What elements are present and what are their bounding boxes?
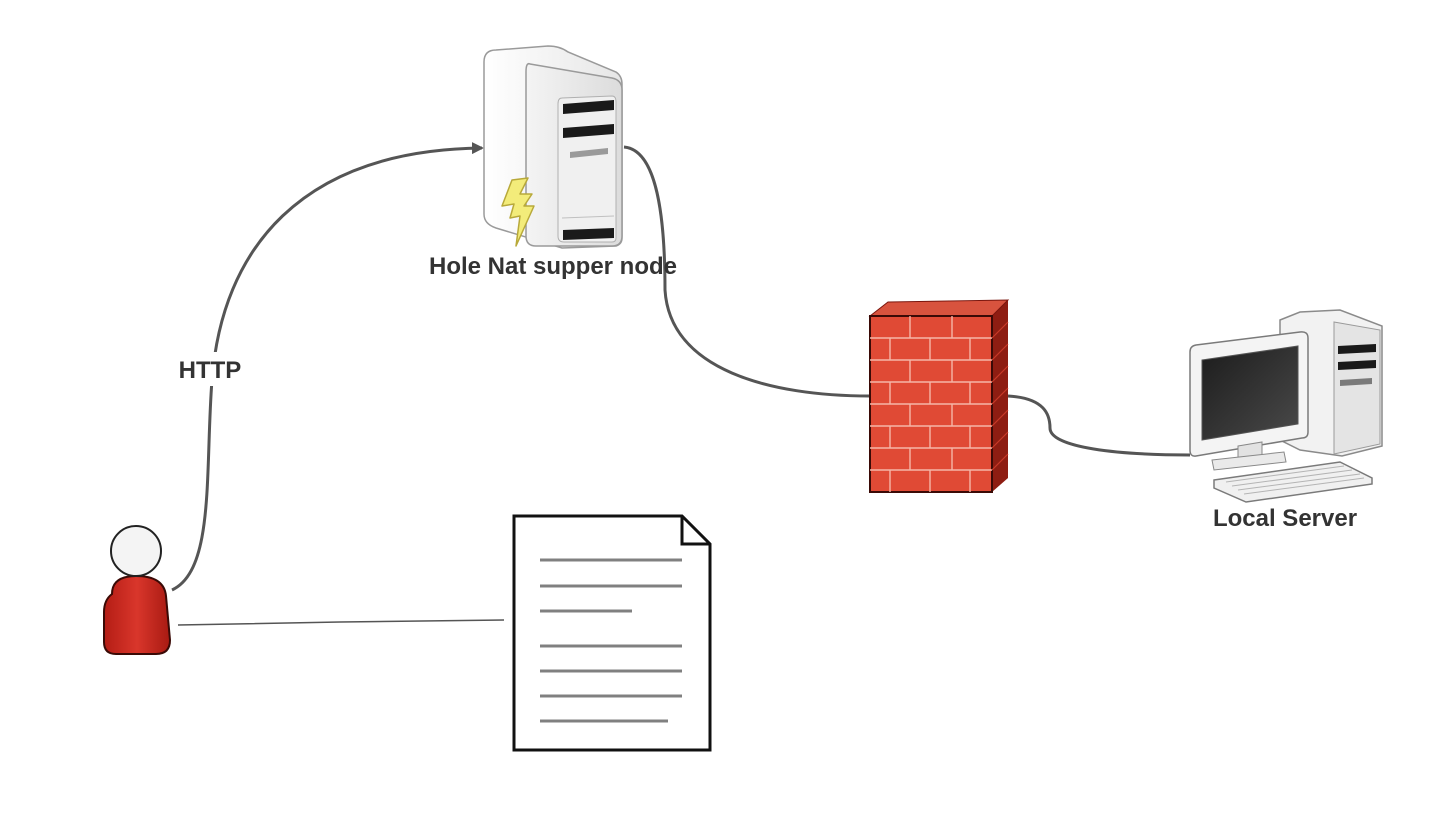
- edge-firewall-to-local-server: [1007, 394, 1191, 457]
- user[interactable]: [103, 525, 172, 655]
- desktop-keyboard: [1213, 461, 1373, 503]
- super-node[interactable]: Hole Nat supper node: [429, 45, 677, 280]
- desktop-computer-icon: [1189, 309, 1383, 503]
- super-node-label: Hole Nat supper node: [429, 253, 677, 280]
- firewall[interactable]: [868, 299, 1010, 493]
- edge-label-http: HTTP: [179, 357, 242, 384]
- edge-user-to-document: [177, 619, 505, 626]
- local-server-label: Local Server: [1213, 505, 1357, 532]
- document[interactable]: [512, 514, 712, 752]
- server-tower-icon: [483, 45, 623, 249]
- brick-firewall-icon: [868, 299, 1010, 493]
- user-person-icon: [103, 525, 172, 655]
- user-body: [103, 574, 172, 655]
- document-text-lines: [540, 558, 682, 723]
- user-head: [110, 525, 162, 577]
- firewall-mortar-lines: [870, 316, 992, 492]
- edges: HTTP: [171, 142, 1191, 626]
- http-label-bg: [172, 352, 246, 386]
- firewall-side-bricks: [991, 321, 1009, 471]
- lightning-bolt-icon: [501, 177, 535, 247]
- document-page-icon: [512, 514, 712, 752]
- local-server[interactable]: Local Server: [1189, 309, 1383, 532]
- edge-super-node-to-firewall: [623, 145, 871, 398]
